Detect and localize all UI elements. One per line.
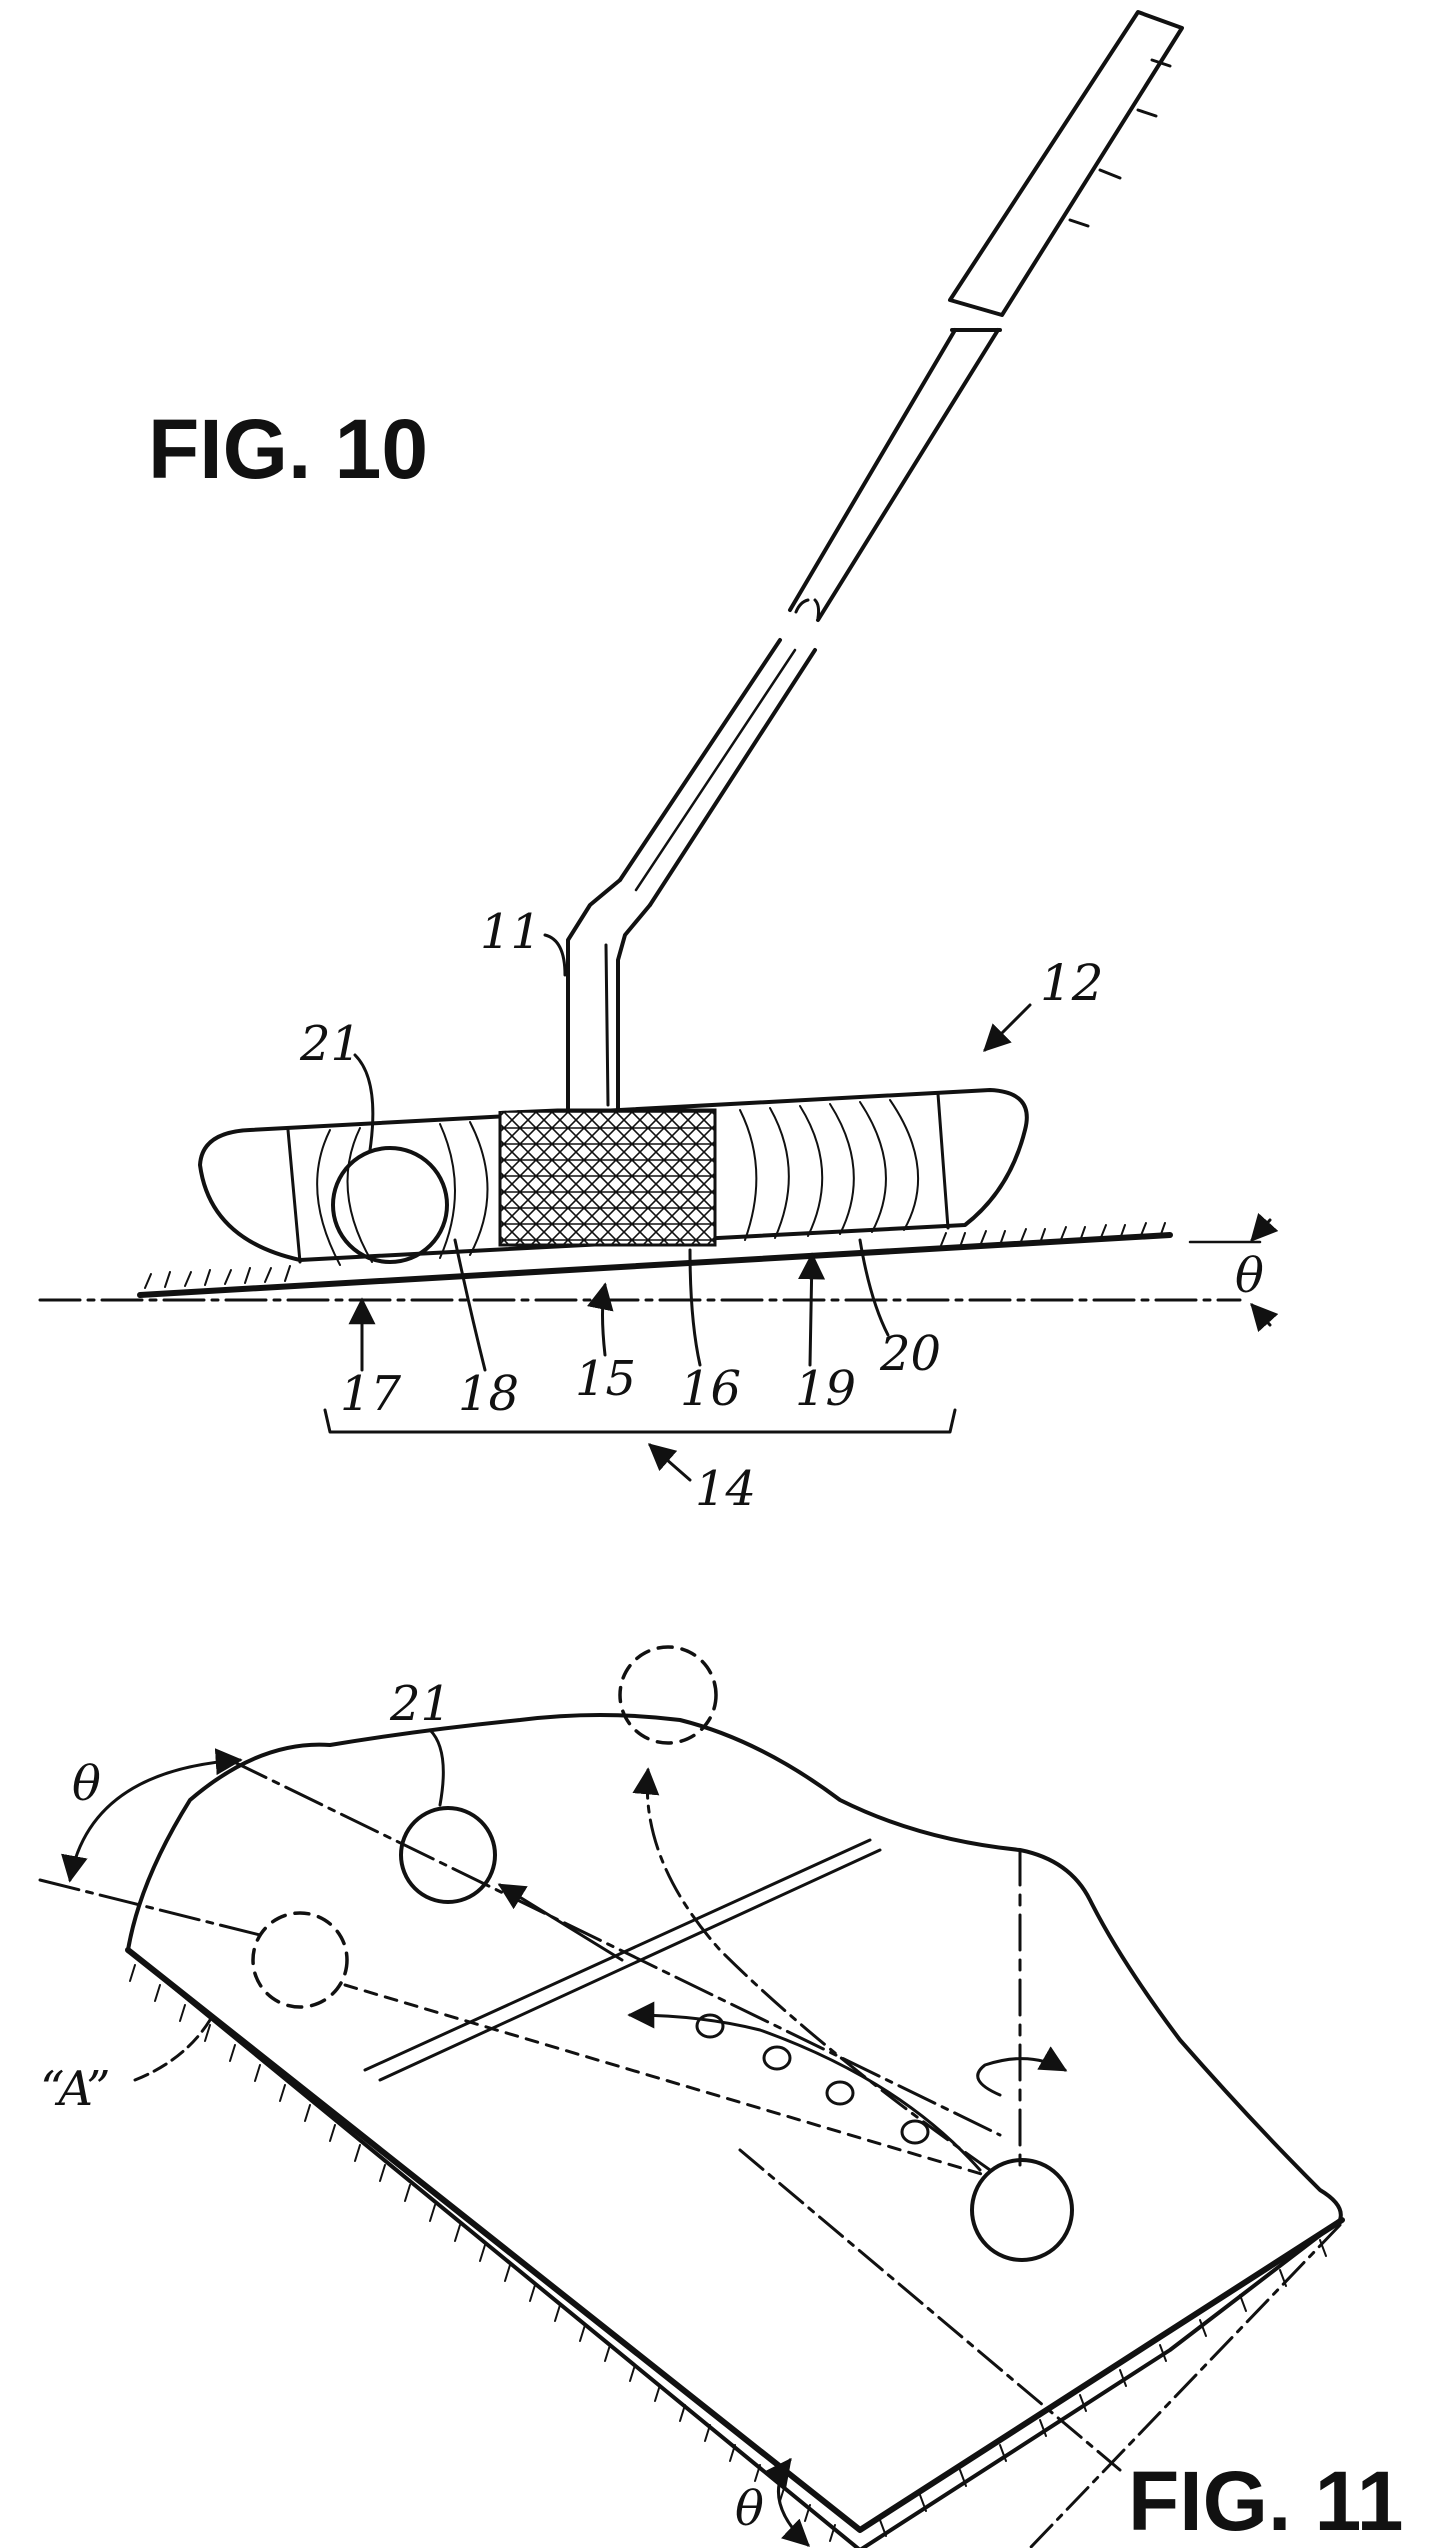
ball-start	[972, 2160, 1072, 2260]
label-14: 14	[695, 1461, 756, 1517]
label-21: 21	[299, 1016, 361, 1072]
figure-10: FIG. 10	[40, 12, 1270, 1517]
label-17: 17	[340, 1366, 402, 1422]
label-11: 11	[480, 904, 541, 960]
putting-green	[128, 1715, 1342, 2548]
label-16: 16	[680, 1361, 741, 1417]
label-A: “A”	[40, 2061, 111, 2117]
putter-shaft	[568, 12, 1182, 1110]
label-theta-11-bottom: θ	[735, 2481, 764, 2537]
slope-lines	[40, 1760, 1340, 2548]
putter-head	[200, 1090, 1027, 1265]
fig-10-title: FIG. 10	[148, 402, 428, 496]
ball-a-dashed	[253, 1913, 347, 2007]
label-19: 19	[795, 1361, 856, 1417]
label-theta-10: θ	[1235, 1248, 1264, 1304]
label-12: 12	[1040, 954, 1104, 1012]
label-15: 15	[575, 1351, 636, 1407]
label-18: 18	[458, 1366, 519, 1422]
figure-11: θ 21 “A” θ FIG. 11	[40, 1647, 1403, 2548]
ball-top-dashed	[620, 1647, 716, 1743]
ball-21	[401, 1808, 495, 1902]
label-theta-11-left: θ	[72, 1756, 101, 1812]
fig-11-title: FIG. 11	[1128, 2454, 1403, 2548]
label-21-fig11: 21	[389, 1676, 451, 1732]
